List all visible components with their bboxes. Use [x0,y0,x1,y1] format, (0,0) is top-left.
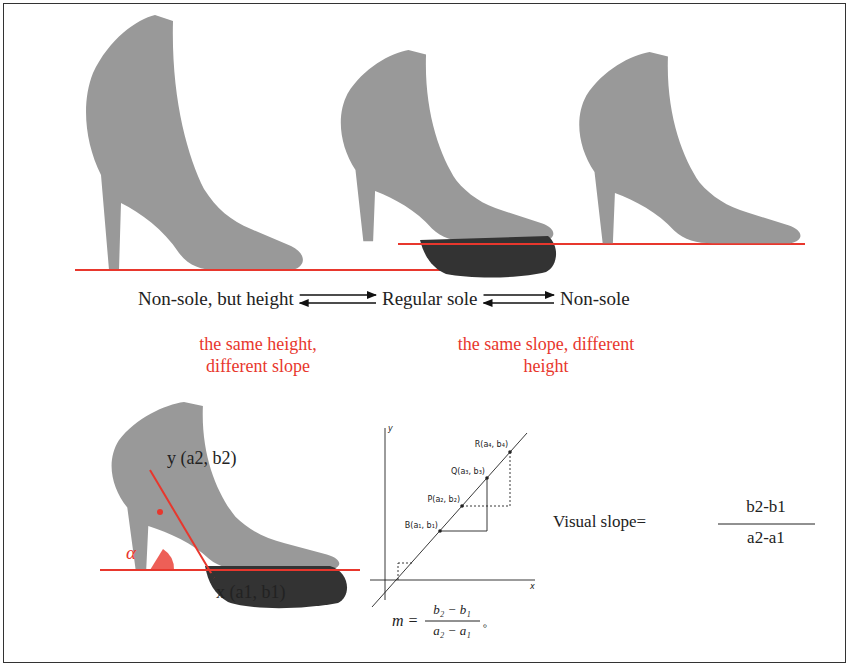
term-label: Regular sole [382,288,478,310]
axis-label: y [388,424,393,434]
shoe-sole [420,236,556,278]
point-label: x (a1, b1) [216,582,285,604]
axis-label: x [530,582,535,592]
graph-points [438,450,512,533]
direction-arrow [484,302,554,304]
ground-line [100,569,360,571]
denominator: a₂ − a₁ [433,623,470,639]
slope-graph [370,428,535,607]
shoe-sole [205,566,347,608]
angle-label: α [126,542,136,565]
graph-point-label: Q(a₃, b₃) [451,467,485,477]
direction-arrow [484,294,554,296]
shoe-silhouette [579,52,800,243]
comparison-note: the same slope, different height [456,334,636,377]
direction-arrow [300,302,376,304]
graph-point-label: B(a₁, b₁) [405,521,438,531]
denominator: a2-a1 [747,528,785,548]
direction-arrow [300,294,376,296]
term-text: Non-sole, but height [138,288,294,309]
formula-label: Visual slope= [553,512,646,532]
term-label: Non-sole [560,288,630,310]
shoe-silhouette [112,402,340,570]
term-text: Non-sole [560,288,630,309]
formula-symbol: m = [392,611,418,630]
numerator: b₂ − b₁ [433,602,470,618]
slope-line [150,470,214,578]
numerator: b2-b1 [746,497,786,517]
shoe-silhouette [86,15,303,270]
comparison-note: the same height, different slope [168,334,348,377]
fraction-bar [718,524,815,525]
shoe-silhouette [341,50,554,241]
point-y [157,509,163,515]
term-text: Regular sole [382,288,478,309]
ground-line [398,243,805,245]
graph-point-label: P(a₂, b₂) [427,495,460,505]
term-label: Non-sole, but height [138,288,294,310]
point-x [209,573,215,579]
point-label: y (a2, b2) [167,448,236,470]
punctuation: 。 [482,614,496,631]
angle-wedge [150,549,174,570]
fraction-bar [425,621,480,622]
graph-point-label: R(a₄, b₄) [475,440,508,450]
